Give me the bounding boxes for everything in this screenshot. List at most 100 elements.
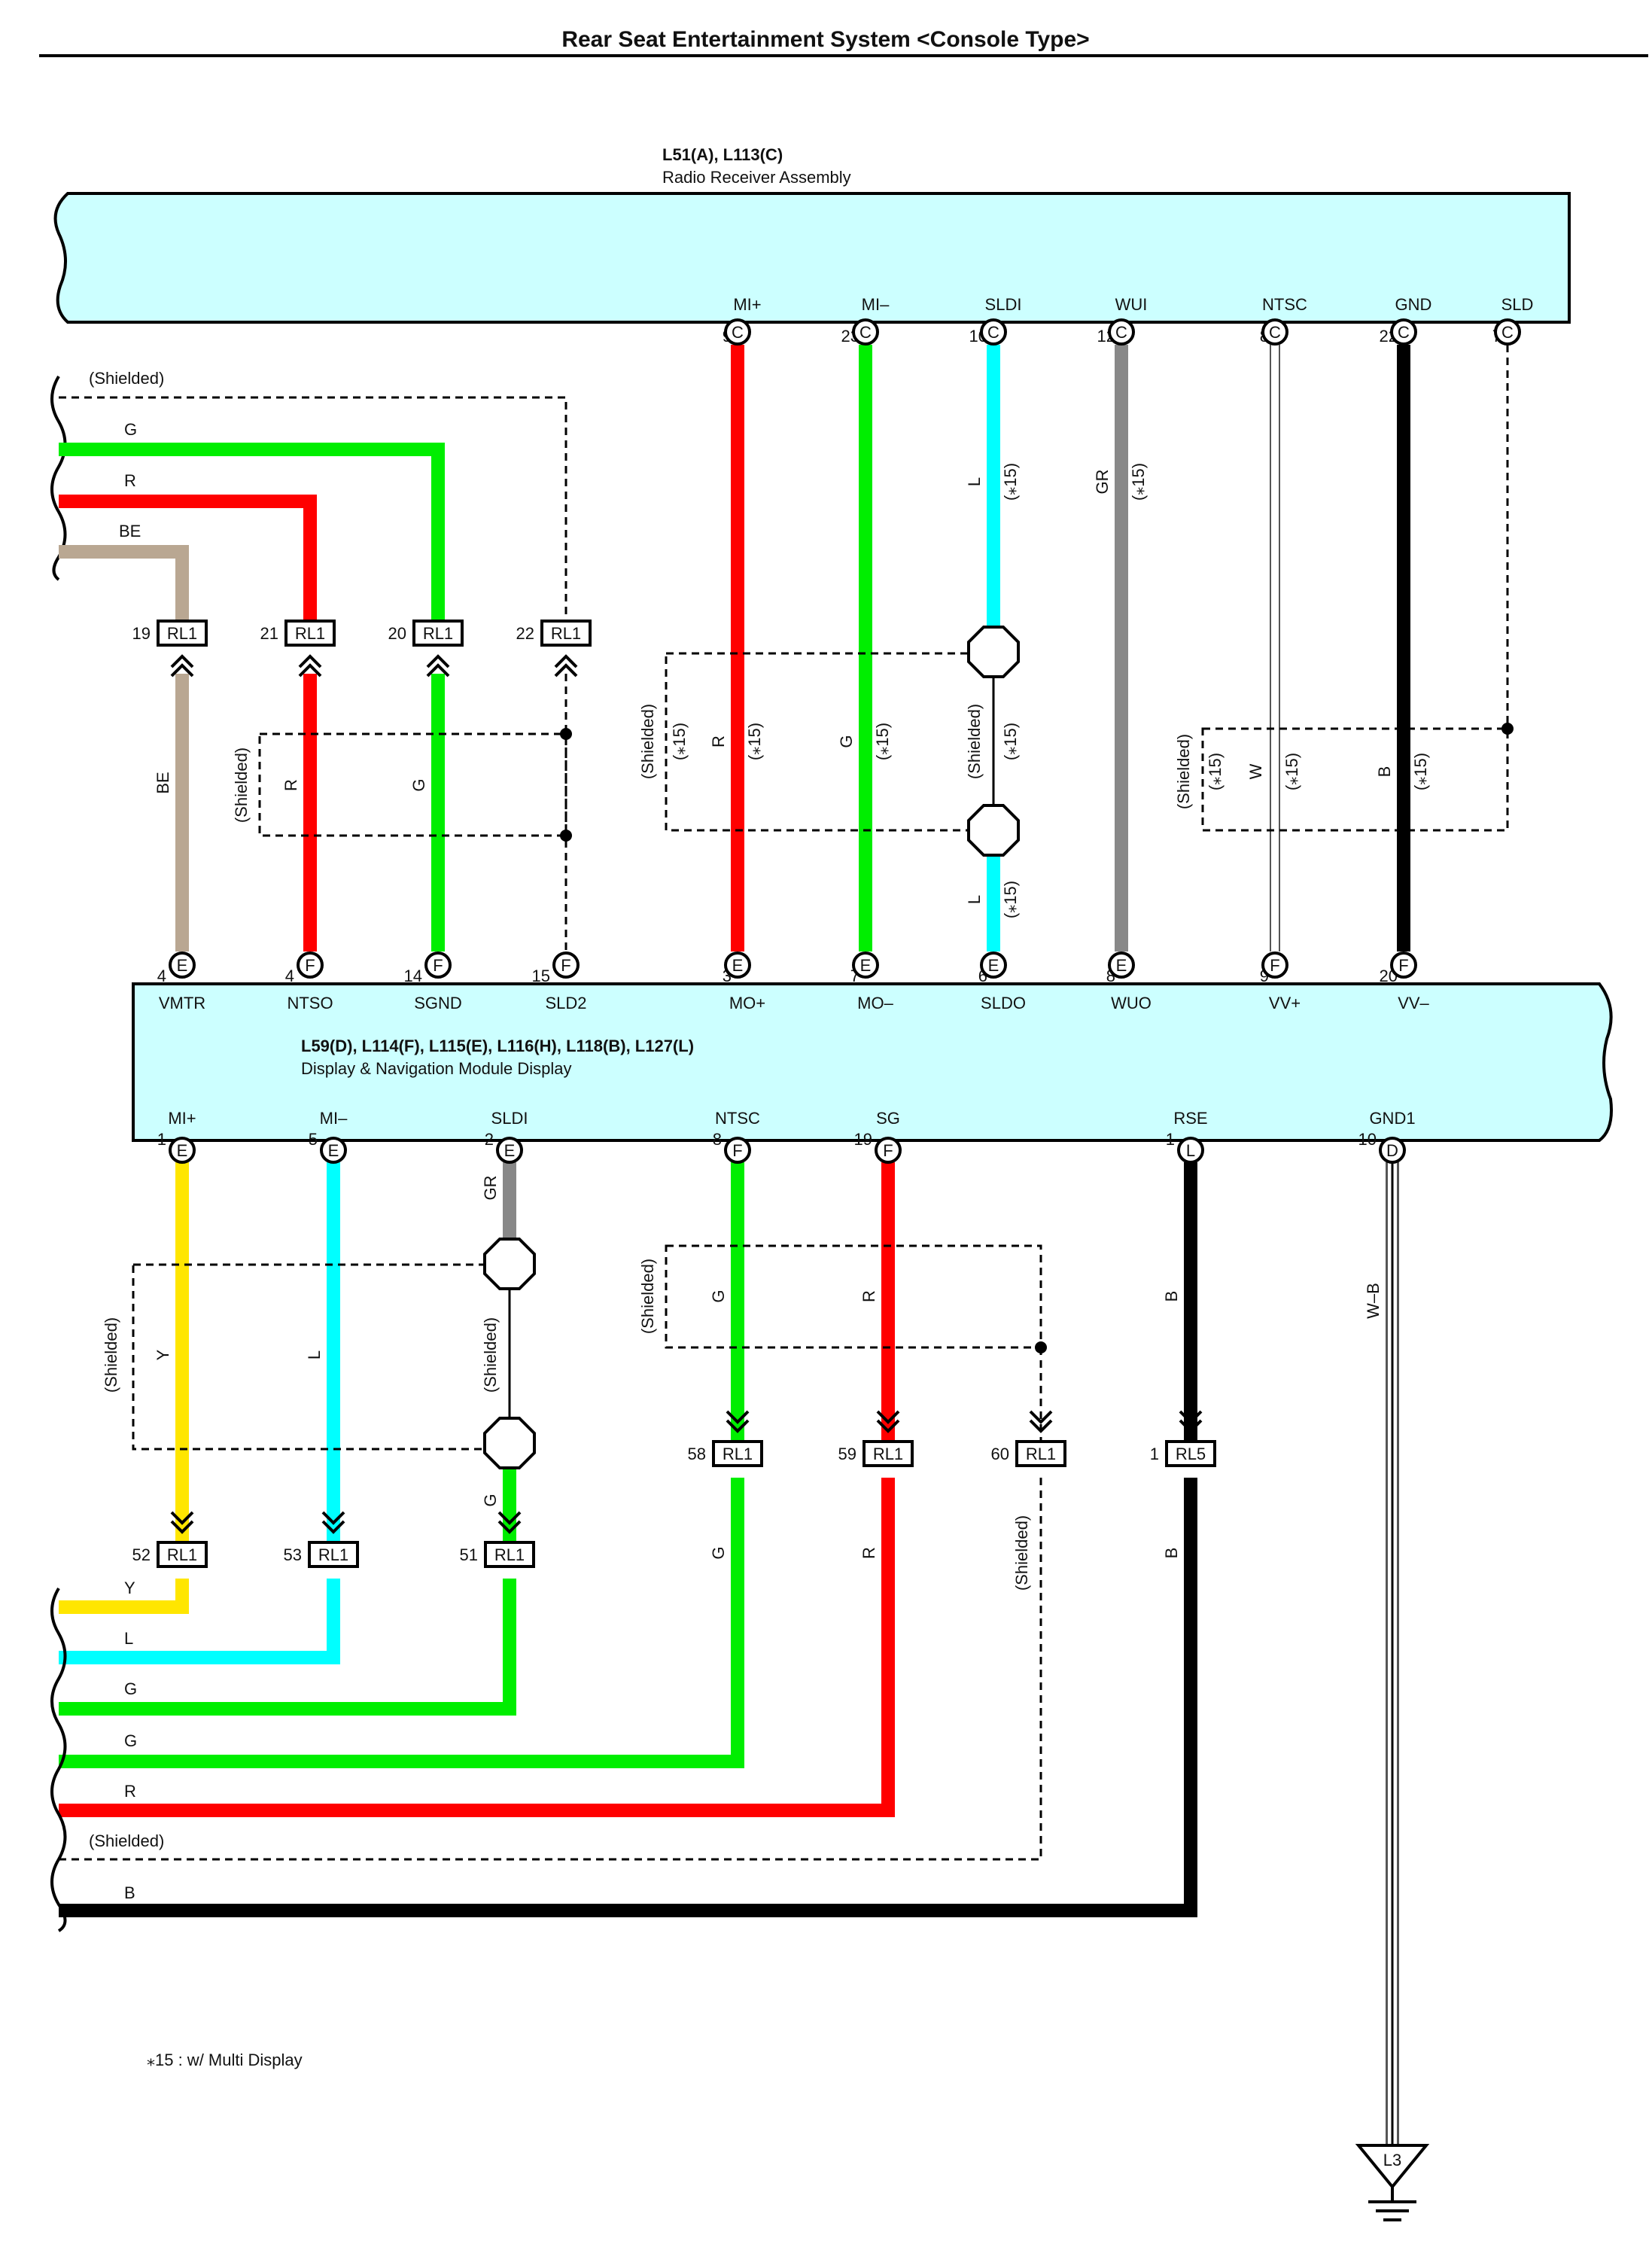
display-pin-label: SGND [414,994,462,1012]
wire-label: W [1246,763,1265,779]
pin-terminal [852,318,879,346]
pin-terminal [1261,318,1288,346]
shield-label: (Shielded) [638,1259,657,1334]
pin-terminal [875,1137,902,1164]
connector-rl1-20: RL1 20 [388,620,464,677]
pin-terminal [1494,318,1521,346]
svg-text:53: 53 [284,1545,302,1564]
wire-label: W–B [1364,1283,1383,1319]
harness-edge-lower [50,1587,67,1932]
pin-connector-letter: F [1270,956,1279,975]
connector-rl1-19: RL1 19 [132,620,208,677]
pin-connector-letter: C [1501,323,1514,342]
radio-module-name: Radio Receiver Assembly [662,168,851,187]
pin-number: 2 [485,1130,494,1149]
svg-text:22: 22 [516,624,534,643]
display-module-name: Display & Navigation Module Display [301,1059,572,1078]
radio-pin-label: GND [1395,295,1432,314]
display-pin-label: SLDI [491,1109,528,1128]
note-ref: (⁎15) [1001,881,1020,918]
display-pin-label: VV+ [1269,994,1301,1012]
wire-label: B [1375,766,1394,778]
display-pin-label: SLD2 [545,994,586,1012]
note-ref: (⁎15) [1001,723,1020,760]
connector-rl1-52: RL1 52 [132,1511,208,1568]
upper-left-wire-labels: (Shielded) G R BE [89,369,164,540]
pin-number: 4 [285,967,294,985]
pin-terminal [1379,1137,1406,1164]
pin-number: 10 [1358,1130,1377,1149]
pin-number: 15 [532,967,550,985]
pin-terminal [852,951,879,979]
connector-rl5-1: RL5 1 [1150,1410,1216,1467]
wire-label: G [409,778,428,791]
radio-pin-label: SLD [1501,295,1534,314]
pin-connector-letter: E [328,1141,339,1160]
wire-green-sgnd [59,443,445,629]
pin-number: 14 [404,967,422,985]
svg-text:RL1: RL1 [1026,1445,1056,1463]
display-pin-label: VV– [1398,994,1429,1012]
wire-label: R [281,779,300,791]
wire-label: L [965,895,984,904]
note-ref: (⁎15) [1129,463,1148,501]
wire-label: BE [154,772,172,793]
svg-text:21: 21 [260,624,278,643]
svg-text:58: 58 [688,1445,706,1463]
svg-text:RL1: RL1 [167,624,197,643]
junction-dot [1035,1341,1047,1353]
wire-beige-vmtr [59,545,189,629]
connector-rl1-60: RL1 60 [991,1410,1066,1467]
vertical-labels: BE (Shielded) R G (Shielded) (⁎15) R (⁎1… [102,463,1430,1591]
pin-connector-letter: C [1115,323,1127,342]
svg-text:RL1: RL1 [873,1445,903,1463]
display-pin-label: MI+ [168,1109,196,1128]
display-module-id: L59(D), L114(F), L115(E), L116(H), L118(… [301,1037,694,1055]
pin-terminal [1390,318,1417,346]
pin-connector-letter: E [860,956,872,975]
svg-text:19: 19 [132,624,151,643]
wire-label: L [965,477,984,486]
wire-label: (Shielded) [89,369,164,388]
pin-terminal [1261,951,1288,979]
radio-pin-label: WUI [1115,295,1148,314]
svg-text:RL1: RL1 [318,1545,348,1564]
pin-connector-letter: C [732,323,744,342]
display-pin-label: RSE [1173,1109,1207,1128]
pin-terminal [424,951,452,979]
pin-connector-letter: F [732,1141,742,1160]
ground-symbol: L3 [1355,2144,1430,2221]
pin-connector-letter: D [1386,1141,1398,1160]
wire-shield-60-lower [59,1478,1042,1861]
connector-boxes: RL1 19 RL1 21 RL1 20 RL1 22 RL1 58 [132,620,1216,1568]
pin-connector-letter: E [1116,956,1127,975]
pin-terminal [1390,951,1417,979]
pin-connector-letter: F [433,956,443,975]
svg-text:RL5: RL5 [1176,1445,1206,1463]
junction-dot [1501,723,1514,735]
connector-rl1-21: RL1 21 [260,620,336,677]
connector-rl1-22: RL1 22 [516,620,592,677]
svg-text:52: 52 [132,1545,151,1564]
pin-connector-letter: C [859,323,872,342]
display-pin-label: MI– [320,1109,348,1128]
wire-red-59 [59,1478,895,1817]
display-module [132,982,1613,1142]
shield-octagon-bottom [967,804,1020,857]
svg-text:1: 1 [1150,1445,1159,1463]
shield-label: (Shielded) [638,704,657,779]
wire-red-ntso [59,495,317,629]
shield-label: (Shielded) [232,747,251,823]
pin-connector-letter: E [504,1141,516,1160]
shield-box-ntsc-sg [665,1244,1042,1349]
wire-label: B [1162,1291,1181,1302]
shield-label: (Shielded) [1012,1515,1031,1591]
shield-box-mo [665,652,995,832]
wire-label: G [709,1546,728,1559]
pin-terminal [724,1137,751,1164]
radio-receiver-module [53,192,1571,324]
shield-label: (Shielded) [965,704,984,779]
junction-dot [560,728,572,740]
wire-label: R [859,1547,878,1559]
pin-connector-letter: F [561,956,570,975]
